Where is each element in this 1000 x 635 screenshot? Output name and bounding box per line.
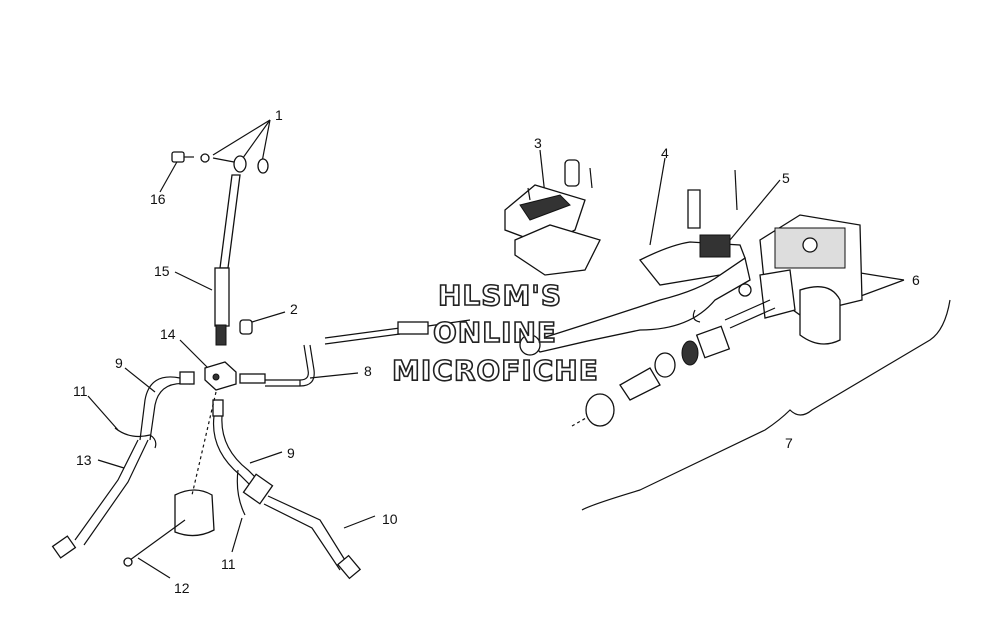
master-cylinder-assembly: [504, 159, 863, 427]
callout-9-right: 9: [287, 445, 295, 461]
leader-lines: [87, 119, 905, 579]
callout-9-left: 9: [115, 355, 123, 371]
callout-3: 3: [534, 135, 542, 151]
callout-5: 5: [782, 170, 790, 186]
bracket-7: [581, 299, 951, 511]
callout-6: 6: [912, 272, 920, 288]
callout-1: 1: [275, 107, 283, 123]
callout-2: 2: [290, 301, 298, 317]
callout-8: 8: [364, 363, 372, 379]
callout-15: 15: [154, 263, 170, 279]
callout-14: 14: [160, 326, 176, 342]
callout-11-right: 11: [221, 556, 236, 572]
callout-7: 7: [785, 435, 793, 451]
callout-10: 10: [382, 511, 398, 527]
callout-16: 16: [150, 191, 166, 207]
callout-11-left: 11: [73, 383, 88, 399]
callout-13: 13: [76, 452, 92, 468]
callout-12: 12: [174, 580, 190, 596]
watermark-line-3: MICROFICHE: [391, 353, 599, 388]
brake-line-assembly: [51, 151, 471, 580]
watermark-line-2: ONLINE: [432, 315, 558, 350]
callout-4: 4: [661, 145, 669, 161]
watermark-line-1: HLSM'S: [437, 278, 563, 313]
